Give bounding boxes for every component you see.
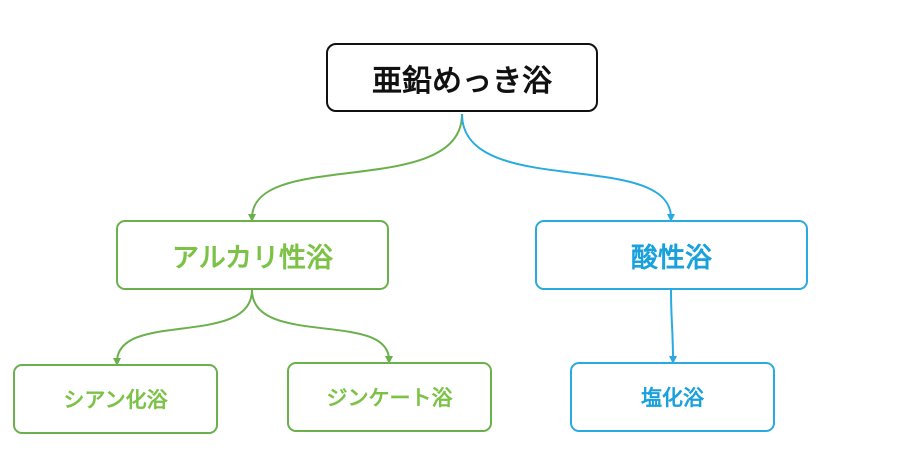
node-label-zincate-bath: ジンケート浴	[326, 386, 453, 410]
connector-acidic-to-chloride	[668, 289, 677, 364]
connector-root-to-alkaline	[248, 113, 463, 222]
node-label-cyanide-bath: シアン化浴	[63, 388, 168, 412]
node-zincate-bath: ジンケート浴	[287, 362, 492, 432]
node-label-alkaline-bath: アルカリ性浴	[172, 242, 333, 274]
node-zinc-plating-bath: 亜鉛めっき浴	[326, 43, 598, 112]
node-label-zinc-plating-bath: 亜鉛めっき浴	[372, 63, 552, 99]
node-label-chloride-bath: 塩化浴	[641, 386, 704, 410]
node-label-acidic-bath: 酸性浴	[631, 242, 712, 274]
connector-alkaline-to-zincate	[251, 289, 393, 364]
node-chloride-bath: 塩化浴	[570, 362, 775, 432]
connector-alkaline-to-cyanide	[113, 289, 253, 366]
node-alkaline-bath: アルカリ性浴	[116, 220, 389, 290]
node-cyanide-bath: シアン化浴	[13, 364, 218, 434]
node-acidic-bath: 酸性浴	[535, 220, 808, 290]
connector-root-to-acidic	[461, 113, 675, 222]
